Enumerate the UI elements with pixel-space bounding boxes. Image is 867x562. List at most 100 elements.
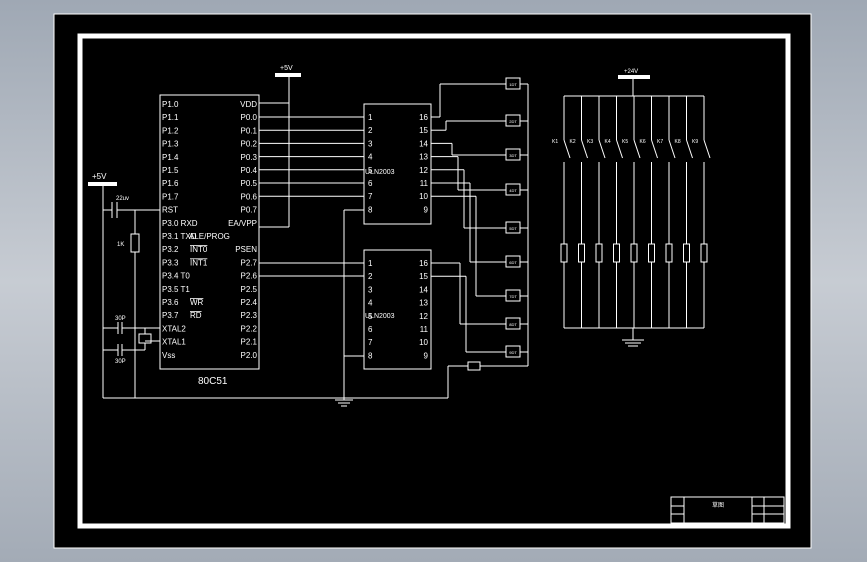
relay-contact <box>581 139 588 159</box>
relay-label: 9DT <box>509 350 517 355</box>
relay-contact <box>598 139 606 159</box>
uln-left-pin-number: 1 <box>368 113 373 122</box>
relay-label: 6DT <box>509 260 517 265</box>
relay-label: 5DT <box>509 226 517 231</box>
plus24-label: +24V <box>624 69 638 75</box>
mcu-overbar-pin: INT0 <box>190 245 208 254</box>
cap-reset-label: 22uv <box>116 196 129 202</box>
relay-contact <box>633 139 641 159</box>
mcu-right-pin: P2.4 <box>241 298 258 307</box>
mcu-right-pin: P0.5 <box>241 179 258 188</box>
mcu-right-pins: VDDP0.0P0.1P0.2P0.3P0.4P0.5P0.6P0.7EA/VP… <box>228 100 257 360</box>
uln-left-pin-number: 5 <box>368 166 373 175</box>
title-block-name: 草图 <box>712 501 724 509</box>
uln-left-pin-number: 4 <box>368 153 373 162</box>
mcu-right-pin: P2.2 <box>241 324 258 333</box>
mcu-overbar-pin: INT1 <box>190 258 208 267</box>
cap-x1-label: 30P <box>115 316 126 322</box>
plus5-top-label: +5V <box>280 65 293 72</box>
uln-left-pin-number: 2 <box>368 126 373 135</box>
mcu-right-pin: P0.3 <box>241 153 258 162</box>
mcu-left-pin: P1.2 <box>162 126 179 135</box>
mcu-right-pin: P2.5 <box>241 285 258 294</box>
relay-contact <box>703 139 711 159</box>
contact-label: K9 <box>692 139 698 145</box>
mcu-right-pin: P0.7 <box>241 206 258 215</box>
mcu-left-pin: P3.7 <box>162 311 179 320</box>
uln-right-pin-number: 10 <box>419 338 428 347</box>
relay-label: 3DT <box>509 153 517 158</box>
contact-label: K3 <box>587 139 593 145</box>
mcu-left-pin: P3.3 <box>162 258 179 267</box>
relay-contact <box>686 139 693 159</box>
uln-right-pin-number: 13 <box>419 299 428 308</box>
contact-label: K6 <box>640 139 646 145</box>
mcu-left-pin: P3.2 <box>162 245 179 254</box>
uln-left-pin-number: 1 <box>368 259 373 268</box>
relay-label: 4DT <box>509 188 517 193</box>
plus24-bar <box>618 75 650 79</box>
cap-x2-label: 30P <box>115 359 126 365</box>
relay-contact <box>651 139 658 159</box>
mcu-right-pin: VDD <box>240 100 257 109</box>
mcu-left-pin: P1.1 <box>162 113 179 122</box>
uln-right-pin-number: 9 <box>424 205 429 214</box>
uln-left-pin-number: 8 <box>368 205 373 214</box>
relay-label: 2DT <box>509 119 517 124</box>
mcu-right-pin: P2.0 <box>241 351 258 360</box>
uln-left-pin-number: 7 <box>368 338 373 347</box>
uln-right-pin-number: 12 <box>419 312 428 321</box>
mcu-right-pin: P2.3 <box>241 311 258 320</box>
mcu-overbar-pin: RD <box>190 311 202 320</box>
mcu-left-pin: P1.4 <box>162 153 179 162</box>
plus5-left-label: +5V <box>92 172 107 181</box>
mcu-left-pin: P1.0 <box>162 100 179 109</box>
uln-right-pin-number: 16 <box>419 259 428 268</box>
uln-left-pin-number: 5 <box>368 312 373 321</box>
uln-right-pin-number: 13 <box>419 153 428 162</box>
mcu-left-pin: P1.7 <box>162 192 179 201</box>
contact-label: K2 <box>570 139 576 145</box>
mcu-left-pin: P3.0 RXD <box>162 219 198 228</box>
wiring <box>88 74 529 407</box>
uln-right-pin-number: 14 <box>419 139 428 148</box>
mcu-name: 80C51 <box>198 376 228 387</box>
uln-lower-name: ULN2003 <box>365 313 395 320</box>
uln-left-pin-number: 7 <box>368 192 373 201</box>
uln-left-pin-number: 6 <box>368 325 373 334</box>
uln-left-pin-number: 2 <box>368 272 373 281</box>
contact-label: K7 <box>657 139 663 145</box>
uln-right-pin-number: 16 <box>419 113 428 122</box>
mcu-left-pin: P3.4 T0 <box>162 272 190 281</box>
uln-left-pin-number: 6 <box>368 179 373 188</box>
mcu-right-pin: P0.2 <box>241 140 258 149</box>
sheet-background <box>53 13 812 549</box>
contact-label: K5 <box>622 139 628 145</box>
mcu-left-pin: P1.6 <box>162 179 179 188</box>
mcu-right-pin: P0.6 <box>241 192 258 201</box>
mcu-left-pin: XTAL2 <box>162 324 186 333</box>
mcu-right-pin: PSEN <box>235 245 257 254</box>
mcu-left-pin: P3.6 <box>162 298 179 307</box>
mcu-80c51: P1.0P1.1P1.2P1.3P1.4P1.5P1.6P1.7RSTP3.0 … <box>159 94 260 387</box>
uln-right-pin-number: 15 <box>419 126 428 135</box>
mcu-overbar-pin: WR <box>190 298 204 307</box>
relay-contact <box>668 139 676 159</box>
relay-label: 8DT <box>509 322 517 327</box>
relay-contact <box>616 139 623 159</box>
mcu-left-pin: P1.5 <box>162 166 179 175</box>
title-block: 草图 <box>670 496 785 524</box>
mcu-left-pins: P1.0P1.1P1.2P1.3P1.4P1.5P1.6P1.7RSTP3.0 … <box>162 100 230 360</box>
plus5-top-bar <box>275 73 301 77</box>
uln-right-pin-number: 11 <box>420 325 429 334</box>
mcu-left-pin: P1.3 <box>162 140 179 149</box>
uln-left-pin-number: 3 <box>368 285 373 294</box>
mcu-left-pin: Vss <box>162 351 175 360</box>
contact-label: K4 <box>605 139 611 145</box>
